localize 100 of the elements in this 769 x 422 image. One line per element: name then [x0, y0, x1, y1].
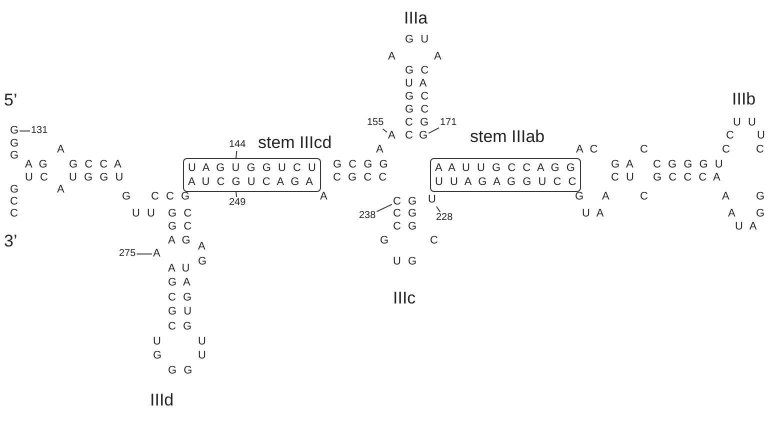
nucleotide-letter: G: [380, 236, 389, 246]
domain-label: IIId: [150, 392, 174, 408]
nucleotide-letter: C G: [393, 222, 417, 232]
nucleotide-letter: U G: [393, 256, 417, 268]
nucleotide-letter: C G: [393, 208, 417, 220]
nucleotide-letter: C G: [168, 322, 192, 332]
nucleotide-letter: C: [640, 144, 648, 156]
nucleotide-letter: A C: [576, 144, 598, 156]
nucleotide-letter: C: [405, 130, 413, 142]
nucleotide-letter: A: [728, 208, 736, 220]
nucleotide-letter: U C: [25, 172, 48, 184]
nucleotide-letter: G: [122, 192, 131, 202]
nucleotide-letter: U A: [735, 222, 757, 232]
leader-line: [428, 127, 440, 134]
nucleotide-letter: A U: [168, 264, 190, 274]
nucleotide-letter: G C: [168, 208, 192, 220]
nucleotide-letter: G C: [405, 92, 429, 102]
leader-line: [19, 130, 30, 132]
nucleotide-letter: G C C A: [69, 160, 122, 170]
leader-line: [376, 204, 392, 212]
nucleotide-letter: G: [419, 130, 428, 142]
position-number: 171: [440, 118, 457, 128]
nucleotide-letter: G A: [611, 160, 634, 170]
stem-heading: stem IIIab: [470, 128, 545, 145]
nucleotide-letter: A: [434, 52, 442, 62]
nucleotide-letter: G: [10, 184, 19, 196]
nucleotide-letter: C: [726, 130, 734, 142]
nucleotide-letter: U U: [132, 208, 155, 220]
nucleotide-letter: C: [393, 196, 401, 208]
nucleotide-letter: C: [640, 192, 648, 202]
nucleotide-letter: U: [198, 336, 206, 348]
nucleotide-letter: U U: [733, 118, 756, 128]
sequence-row-text: A A U U G C C A G G: [435, 161, 576, 175]
nucleotide-letter: C: [756, 144, 764, 156]
nucleotide-letter: A: [57, 184, 64, 196]
leader-line: [236, 192, 238, 198]
nucleotide-letter: A: [57, 144, 64, 156]
end-label: 3’: [4, 232, 18, 250]
nucleotide-letter: C U: [611, 172, 634, 184]
nucleotide-letter: C C G: [151, 192, 190, 202]
nucleotide-letter: G C G G: [333, 160, 388, 170]
nucleotide-letter: C: [10, 196, 18, 208]
nucleotide-letter: A: [388, 130, 396, 142]
nucleotide-letter: U A: [582, 208, 604, 220]
nucleotide-letter: U: [757, 130, 765, 142]
position-number: 275: [119, 249, 136, 259]
nucleotide-letter: G C: [405, 104, 429, 116]
position-number: 131: [31, 126, 48, 136]
sequence-row: U A G U G G U C U: [188, 161, 316, 175]
domain-label: IIIa: [404, 10, 428, 26]
position-number: 155: [367, 118, 384, 128]
nucleotide-letter: A: [602, 192, 610, 202]
leader-line: [382, 128, 388, 133]
nucleotide-letter: A G: [25, 160, 48, 170]
nucleotide-letter: C G C C: [333, 172, 387, 184]
nucleotide-letter: A G: [168, 236, 190, 246]
domain-label: IIIc: [393, 290, 416, 306]
nucleotide-letter: U: [153, 336, 161, 348]
nucleotide-letter: A: [320, 192, 328, 202]
stem-heading: stem IIIcd: [258, 134, 332, 151]
nucleotide-letter: G: [575, 192, 584, 202]
nucleotide-letter: C G G G U: [653, 160, 723, 170]
nucleotide-letter: G: [10, 150, 19, 162]
nucleotide-letter: G U: [405, 34, 429, 46]
nucleotide-letter: G: [756, 192, 765, 202]
position-number: 249: [229, 198, 246, 208]
nucleotide-letter: G: [153, 350, 162, 362]
nucleotide-letter: G C: [405, 66, 429, 76]
nucleotide-letter: G: [10, 126, 19, 136]
nucleotide-letter: C G: [168, 292, 192, 304]
nucleotide-letter: U: [428, 194, 436, 206]
nucleotide-letter: A: [388, 52, 396, 62]
nucleotide-letter: G: [408, 196, 417, 208]
position-number: 238: [359, 211, 376, 221]
nucleotide-letter: A: [376, 144, 384, 156]
nucleotide-letter: U G G U: [69, 172, 124, 184]
nucleotide-letter: G A: [168, 278, 190, 288]
nucleotide-letter: G C: [168, 222, 192, 232]
nucleotide-letter: A: [198, 242, 206, 252]
nucleotide-letter: C: [10, 208, 18, 220]
nucleotide-letter: G U: [168, 306, 192, 318]
nucleotide-letter: C G: [405, 118, 429, 128]
domain-label: IIIb: [732, 90, 756, 108]
nucleotide-letter: A: [153, 248, 160, 260]
nucleotide-letter: U: [198, 350, 206, 362]
sequence-row: U U A G A G G U C C: [435, 175, 576, 189]
nucleotide-letter: C: [722, 144, 730, 156]
nucleotide-letter: C: [430, 236, 438, 246]
leader-line: [236, 150, 238, 158]
sequence-row-text: A U C G U C A G A: [188, 175, 314, 189]
nucleotide-letter: U A: [405, 78, 427, 90]
nucleotide-letter: G G: [168, 366, 192, 376]
nucleotide-letter: A: [722, 192, 730, 202]
nucleotide-letter: G C C C A: [653, 172, 720, 184]
position-number: 228: [436, 213, 453, 223]
leader-line: [436, 206, 441, 212]
end-label: 5’: [4, 92, 18, 108]
nucleotide-letter: G: [756, 208, 765, 220]
nucleotide-letter: G: [198, 256, 207, 268]
position-number: 144: [229, 140, 246, 150]
